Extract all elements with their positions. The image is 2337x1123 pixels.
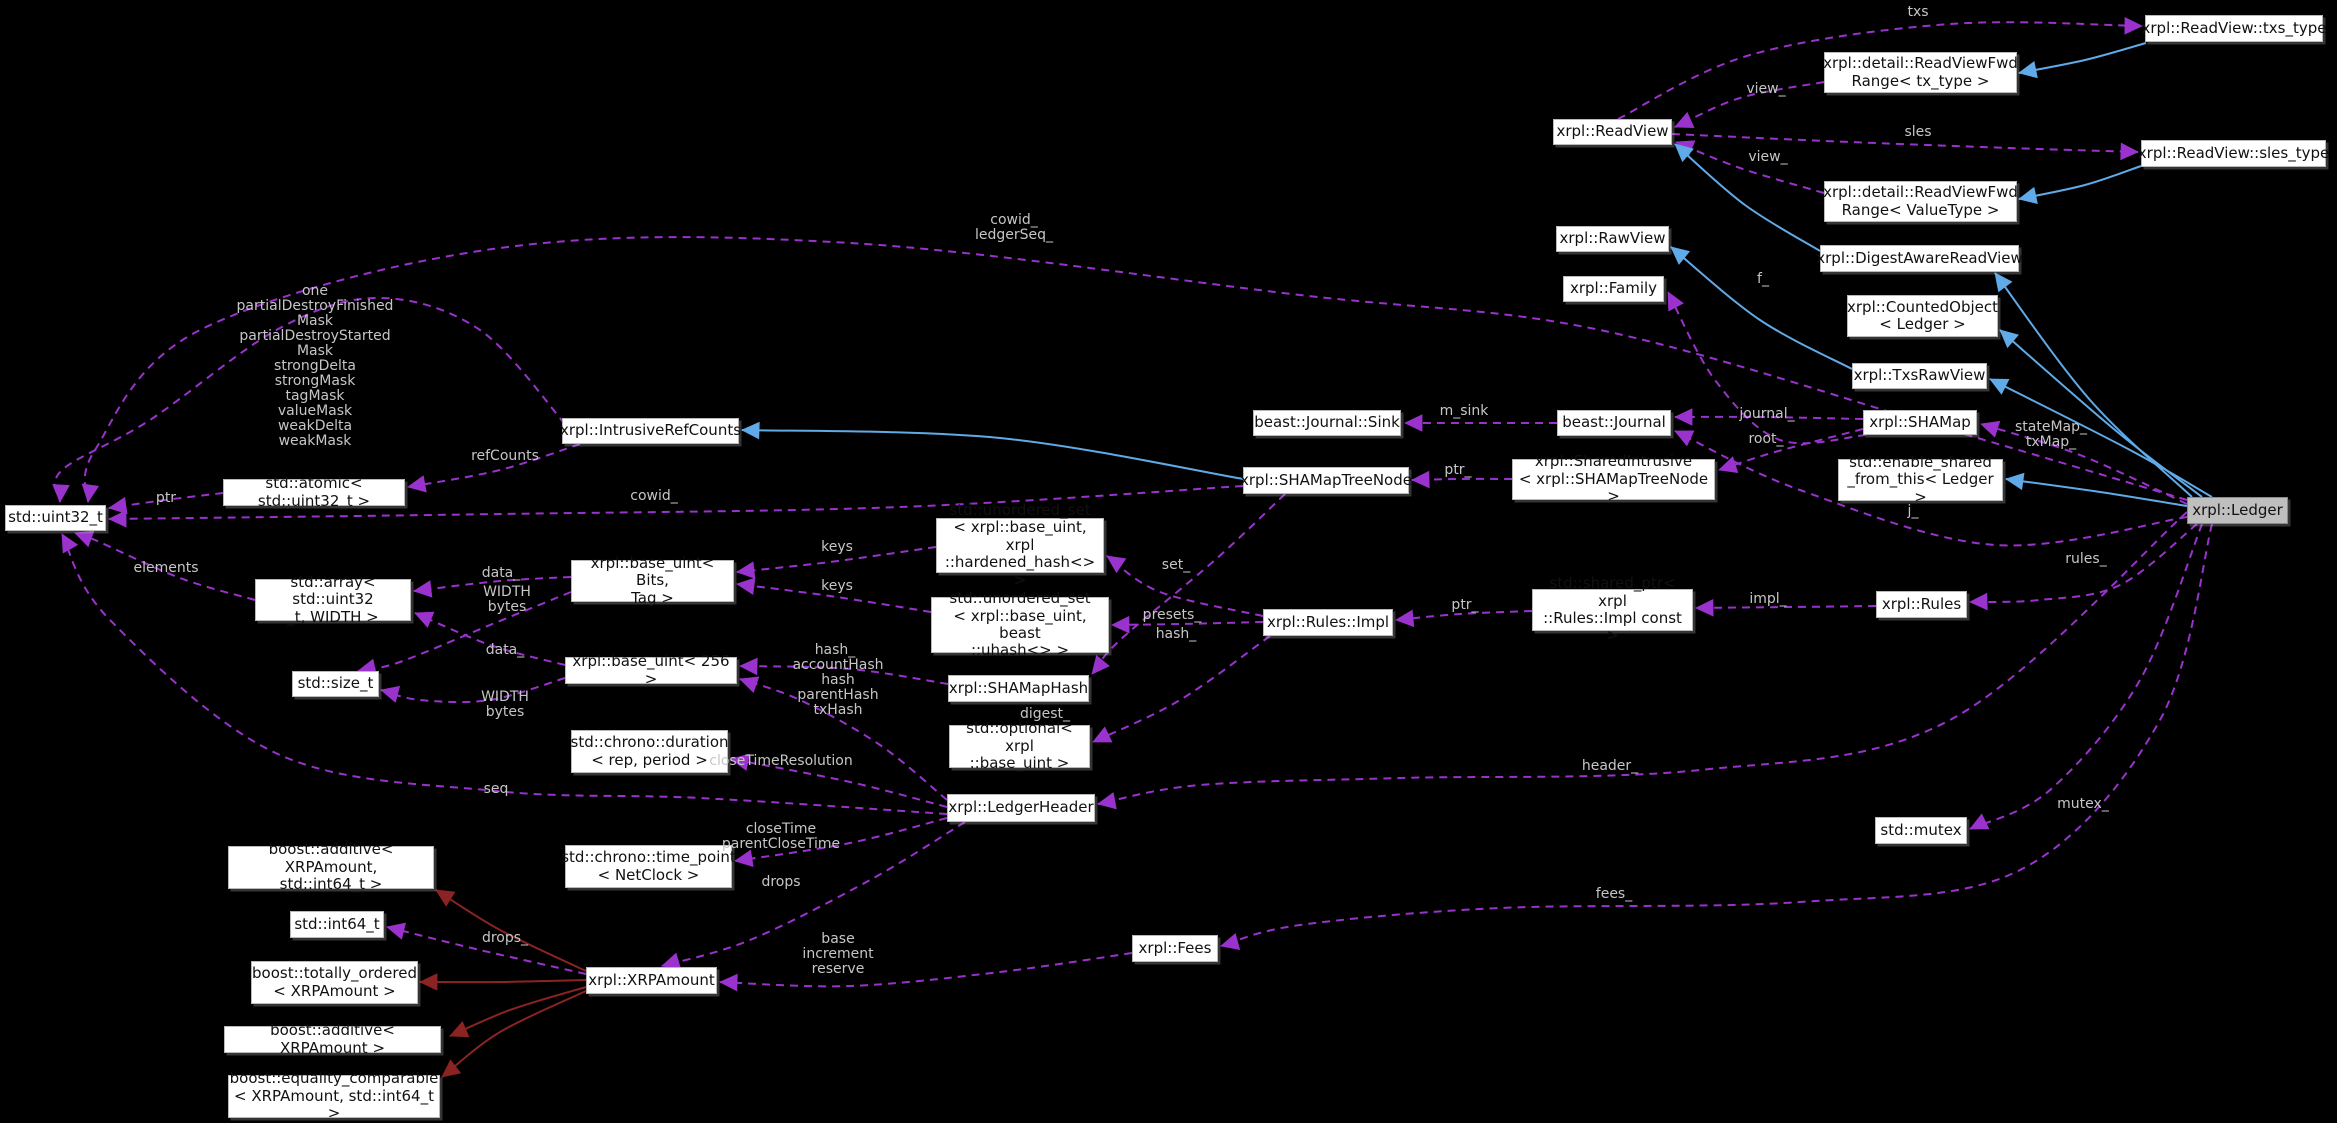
- edge-xrpamount-to-boostadd64: [435, 889, 587, 972]
- edge-ledger-to-uint32: [81, 236, 2188, 503]
- edge-baseuint256-to-array: [414, 611, 566, 666]
- node-treenode[interactable]: xrpl::SHAMapTreeNode: [1240, 467, 1412, 494]
- edge-rules-to-sharedptrrules: [1695, 598, 1877, 617]
- edge-shamap-to-journal: [1674, 408, 1864, 426]
- edge-ledger-to-txsraw: [1989, 378, 2213, 498]
- edge-ledger-to-shamap: [1980, 420, 2188, 505]
- edge-readview-to-slestype: [1671, 133, 2139, 161]
- node-ledger[interactable]: xrpl::Ledger: [2187, 497, 2288, 524]
- edge-shamap-to-sharedintrusive: [1718, 428, 1864, 474]
- node-rulesimpl[interactable]: xrpl::Rules::Impl: [1263, 609, 1393, 636]
- node-array[interactable]: std::array< std::uint32 _t, WIDTH >: [255, 573, 411, 625]
- node-duration[interactable]: std::chrono::duration < rep, period >: [571, 730, 729, 773]
- edge-uset1-to-baseuintbits: [736, 546, 937, 579]
- edge-ledger-to-enableshared: [2005, 472, 2188, 507]
- edge-treenode-to-uint32: [108, 485, 1244, 528]
- node-timepoint[interactable]: std::chrono::time_point < NetClock >: [561, 845, 736, 888]
- edge-ledgerheader-to-xrpamount: [661, 821, 966, 970]
- node-boostaddxrp[interactable]: boost::additive< XRPAmount >: [224, 1021, 441, 1056]
- node-mutexbox[interactable]: std::mutex: [1875, 817, 1967, 844]
- edge-intrusiverefcounts-to-uint32: [52, 296, 566, 503]
- node-baseuint256[interactable]: xrpl::base_uint< 256 >: [565, 652, 737, 687]
- edge-ledger-to-counted: [1999, 329, 2203, 498]
- node-counted[interactable]: xrpl::CountedObject < Ledger >: [1847, 295, 1998, 337]
- edge-digestaware-to-readview: [1674, 143, 1821, 252]
- edge-ledger-to-mutexbox: [1969, 523, 2203, 830]
- edge-ledgerheader-to-uint32: [61, 533, 948, 815]
- node-enableshared[interactable]: std::enable_shared _from_this< Ledger >: [1838, 453, 2003, 505]
- node-sink[interactable]: beast::Journal::Sink: [1253, 410, 1401, 436]
- edge-ledgerheader-to-timepoint: [734, 817, 948, 868]
- node-uset1[interactable]: std::unordered_set < xrpl::base_uint, xr…: [936, 501, 1104, 588]
- node-sharedptrrules[interactable]: std::shared_ptr< xrpl ::Rules::Impl cons…: [1532, 575, 1693, 644]
- edge-ledger-to-fees: [1220, 523, 2213, 951]
- node-boosteq[interactable]: boost::equality_comparable < XRPAmount, …: [228, 1069, 440, 1123]
- edge-ledger-to-rules: [1969, 523, 2198, 611]
- node-shamaphash[interactable]: xrpl::SHAMapHash: [948, 675, 1089, 702]
- edge-treenode-to-intrusiverefcounts: [741, 421, 1244, 480]
- edge-atomic-to-uint32: [108, 492, 224, 515]
- node-int64[interactable]: std::int64_t: [290, 911, 384, 938]
- edge-txstype-to-fwdtx: [2018, 42, 2147, 79]
- edge-fwdtx-to-readview: [1674, 81, 1825, 128]
- node-rawview[interactable]: xrpl::RawView: [1556, 226, 1669, 252]
- edge-xrpamount-to-boosteq: [441, 990, 587, 1078]
- node-intrusiverefcounts[interactable]: xrpl::IntrusiveRefCounts: [560, 418, 741, 444]
- edge-txsraw-to-rawview: [1670, 246, 1853, 370]
- node-atomic[interactable]: std::atomic< std::uint32_t >: [223, 474, 405, 509]
- node-boostadd64[interactable]: boost::additive< XRPAmount, std::int64_t…: [228, 841, 434, 893]
- edge-xrpamount-to-boostaddxrp: [449, 986, 587, 1038]
- node-uint32[interactable]: std::uint32_t: [5, 505, 106, 531]
- edge-ledger-to-digestaware: [1994, 272, 2193, 498]
- edge-intrusiverefcounts-to-atomic: [407, 443, 581, 493]
- node-uset2[interactable]: std::unordered_set < xrpl::base_uint, be…: [931, 590, 1109, 659]
- node-shamap[interactable]: xrpl::SHAMap: [1863, 410, 1977, 435]
- edge-array-to-uint32: [74, 530, 256, 601]
- node-family[interactable]: xrpl::Family: [1563, 276, 1664, 302]
- node-ledgerheader[interactable]: xrpl::LedgerHeader: [947, 794, 1095, 822]
- node-readview[interactable]: xrpl::ReadView: [1553, 119, 1672, 145]
- edge-shamap-to-family: [1667, 291, 1867, 445]
- node-txstype[interactable]: xrpl::ReadView::txs_type: [2142, 15, 2327, 42]
- edge-baseuintbits-to-array: [413, 576, 572, 598]
- edge-baseuint256-to-sizet: [380, 677, 566, 704]
- node-sharedintrusive[interactable]: xrpl::SharedIntrusive < xrpl::SHAMapTree…: [1512, 453, 1715, 505]
- node-slestype[interactable]: xrpl::ReadView::sles_type: [2138, 140, 2329, 167]
- node-txsraw[interactable]: xrpl::TxsRawView: [1852, 363, 1987, 389]
- edge-fees-to-xrpamount: [719, 952, 1133, 992]
- edge-xrpamount-to-boosttotally: [419, 973, 587, 991]
- edge-sharedintrusive-to-treenode: [1411, 470, 1513, 489]
- node-fwdtx[interactable]: xrpl::detail::ReadViewFwd Range< tx_type…: [1823, 52, 2018, 93]
- edge-ledgerheader-to-duration: [730, 753, 948, 808]
- edge-readview-to-txstype: [1617, 17, 2143, 120]
- edge-sharedptrrules-to-rulesimpl: [1395, 609, 1533, 628]
- node-boosttotally[interactable]: boost::totally_ordered < XRPAmount >: [251, 961, 418, 1004]
- edge-fwdvalue-to-readview: [1675, 140, 1825, 194]
- edge-ledgerheader-to-baseuint256: [739, 676, 948, 801]
- edge-baseuintbits-to-sizet: [357, 591, 572, 676]
- node-digestaware[interactable]: xrpl::DigestAwareReadView: [1816, 245, 2023, 272]
- node-fwdvalue[interactable]: xrpl::detail::ReadViewFwd Range< ValueTy…: [1823, 181, 2018, 222]
- node-fees[interactable]: xrpl::Fees: [1132, 935, 1218, 962]
- node-baseuintbits[interactable]: xrpl::base_uint< Bits, Tag >: [571, 554, 734, 606]
- edge-slestype-to-fwdvalue: [2018, 165, 2142, 205]
- edge-shamaphash-to-baseuint256: [739, 657, 949, 685]
- node-rules[interactable]: xrpl::Rules: [1876, 591, 1967, 618]
- edge-uset2-to-baseuintbits: [736, 577, 932, 613]
- edge-treenode-to-shamaphash: [1091, 493, 1286, 675]
- edge-ledger-to-ledgerheader: [1097, 511, 2188, 810]
- node-journal[interactable]: beast::Journal: [1557, 410, 1671, 436]
- node-sizet[interactable]: std::size_t: [292, 671, 379, 697]
- edge-rulesimpl-to-uset2: [1111, 615, 1264, 634]
- edge-rulesimpl-to-uset1: [1106, 555, 1264, 617]
- edge-rulesimpl-to-optional: [1092, 635, 1271, 743]
- node-optional[interactable]: std::optional< xrpl ::base_uint >: [949, 720, 1090, 772]
- node-xrpamount[interactable]: xrpl::XRPAmount: [586, 967, 717, 994]
